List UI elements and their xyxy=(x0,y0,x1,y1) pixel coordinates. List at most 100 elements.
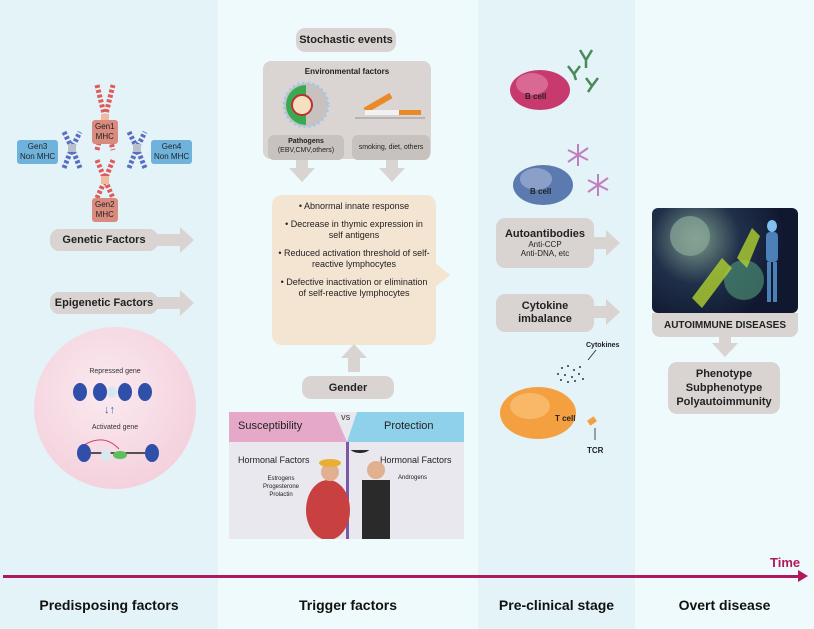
autoantibodies-title: Autoantibodies xyxy=(504,228,586,240)
stage-label-overt: Overt disease xyxy=(678,597,771,613)
autoimmune-diseases-label: AUTOIMMUNE DISEASES xyxy=(663,319,787,331)
mechanism-item: • Defective inactivation or elimination … xyxy=(280,277,428,298)
arrow-right-icon xyxy=(434,262,450,288)
outcome-item: Polyautoimmunity xyxy=(676,396,772,408)
hormone-item: Androgens xyxy=(398,475,428,481)
autoimmune-diseases-box: AUTOIMMUNE DISEASES xyxy=(652,313,798,337)
gene-type: Non MHC xyxy=(20,152,56,161)
arrow-right-icon xyxy=(180,227,194,253)
arrow-right-icon xyxy=(606,230,620,256)
arrow-up-icon xyxy=(341,344,367,358)
nucleosomes-repressed-icon xyxy=(73,383,152,401)
chromosome-gen2-icon xyxy=(94,159,116,200)
hormone-item: Progesterone xyxy=(262,484,300,490)
chromosome-gen3-icon xyxy=(61,130,83,169)
cytokines-dots-icon xyxy=(557,365,584,383)
timeline-axis xyxy=(3,575,801,578)
stochastic-events-label: Stochastic events xyxy=(299,34,393,46)
b-cell-label: B cell xyxy=(530,187,552,196)
arrow-shaft xyxy=(348,352,360,372)
cigarette-icon xyxy=(355,92,425,119)
stage-label-trigger: Trigger factors xyxy=(298,597,398,613)
arrow-right-icon xyxy=(180,290,194,316)
arrow-down-icon xyxy=(289,168,315,182)
interconversion-arrows-icon: ↓↑ xyxy=(104,404,115,416)
cytokine-imbalance-box: Cytokine imbalance xyxy=(496,294,594,332)
susceptibility-label: Susceptibility xyxy=(238,420,303,432)
epigenetic-factors-box: Epigenetic Factors xyxy=(50,292,158,314)
epigenetic-factors-label: Epigenetic Factors xyxy=(54,297,154,309)
gene-label: Gen1 xyxy=(95,122,115,131)
gene-label: Gen4 xyxy=(161,142,182,151)
stochastic-events-box: Stochastic events xyxy=(296,28,396,52)
tcr-label: TCR xyxy=(587,446,604,455)
gene-type: MHC xyxy=(95,132,114,141)
female-hormones-list: Estrogens Progesterone Prolactin xyxy=(255,475,307,499)
cytokine-imbalance-label: Cytokine imbalance xyxy=(518,300,572,325)
arrow-shaft xyxy=(296,160,308,170)
gender-header-shapes xyxy=(229,412,464,442)
hormonal-factors-male-label: Hormonal Factors xyxy=(380,455,452,465)
epigenetic-circle xyxy=(34,327,196,489)
gene-label: Gen2 xyxy=(95,200,115,209)
gene-type: Non MHC xyxy=(154,152,190,161)
hormonal-factors-female-label: Hormonal Factors xyxy=(238,455,310,465)
virus-pathogen-icon xyxy=(282,81,330,129)
stage-label-predisposing: Predisposing factors xyxy=(39,597,179,613)
repressed-gene-label: Repressed gene xyxy=(89,368,141,375)
mechanisms-box: • Abnormal innate response • Decrease in… xyxy=(272,195,436,345)
time-label: Time xyxy=(770,555,801,570)
autoantibodies-box: Autoantibodies Anti-CCP Anti-DNA, etc xyxy=(496,218,594,268)
vs-label: VS xyxy=(341,415,351,422)
outcome-item: Subphenotype xyxy=(685,382,763,394)
pathogens-box: Pathogens (EBV,CMV,others) xyxy=(268,135,344,160)
gene-label: Gen3 xyxy=(27,142,48,151)
arrow-shaft xyxy=(386,160,398,170)
gender-label: Gender xyxy=(328,381,368,394)
nucleosomes-activated-icon xyxy=(77,439,159,462)
arrow-down-icon xyxy=(712,343,738,357)
outcomes-box: Phenotype Subphenotype Polyautoimmunity xyxy=(668,362,780,414)
autoantibody-item: Anti-DNA, etc xyxy=(520,249,570,258)
woman-man-illustration xyxy=(306,450,390,539)
t-cell-illustration xyxy=(500,349,597,440)
timeline-arrowhead-icon xyxy=(798,570,808,582)
autoantibody-cluster-icon xyxy=(567,144,609,196)
mechanism-item: • Reduced activation threshold of self-r… xyxy=(278,248,430,269)
autoimmune-disease-image xyxy=(652,208,798,313)
chromosome-gen4-icon xyxy=(126,130,148,169)
b-cells-illustration xyxy=(510,49,609,205)
arrow-shaft xyxy=(156,234,182,246)
environmental-factors-title: Environmental factors xyxy=(304,67,390,76)
smoking-label: smoking, diet, others xyxy=(358,144,424,151)
protection-label: Protection xyxy=(384,420,434,432)
gender-box: Gender xyxy=(302,376,394,399)
smoking-box: smoking, diet, others xyxy=(352,135,430,160)
genetic-factors-label: Genetic Factors xyxy=(62,234,146,246)
autoantibody-item: Anti-CCP xyxy=(528,240,562,249)
genetic-factors-box: Genetic Factors xyxy=(50,229,158,251)
hormone-item: Estrogens xyxy=(267,476,295,482)
mechanism-item: • Decrease in thymic expression in self … xyxy=(285,219,423,240)
arrow-shaft xyxy=(592,237,608,249)
antibody-icon xyxy=(567,49,599,93)
pathogens-subtitle: (EBV,CMV,others) xyxy=(277,147,335,154)
stage-label-preclinical: Pre-clinical stage xyxy=(498,597,615,613)
divider-line xyxy=(346,442,349,539)
hormone-item: Prolactin xyxy=(269,492,293,498)
mechanism-item: • Abnormal innate response xyxy=(298,201,410,211)
cytokines-label: Cytokines xyxy=(586,342,620,349)
outcome-item: Phenotype xyxy=(695,368,753,380)
tcr-receptor-icon xyxy=(587,416,597,426)
pathogens-title: Pathogens xyxy=(288,138,324,145)
b-cell-label: B cell xyxy=(525,92,547,101)
arrow-down-icon xyxy=(379,168,405,182)
activated-gene-label: Activated gene xyxy=(91,424,139,431)
arrow-shaft xyxy=(434,267,438,283)
dna-body-illustration xyxy=(670,216,778,308)
t-cell-label: T cell xyxy=(555,414,576,423)
